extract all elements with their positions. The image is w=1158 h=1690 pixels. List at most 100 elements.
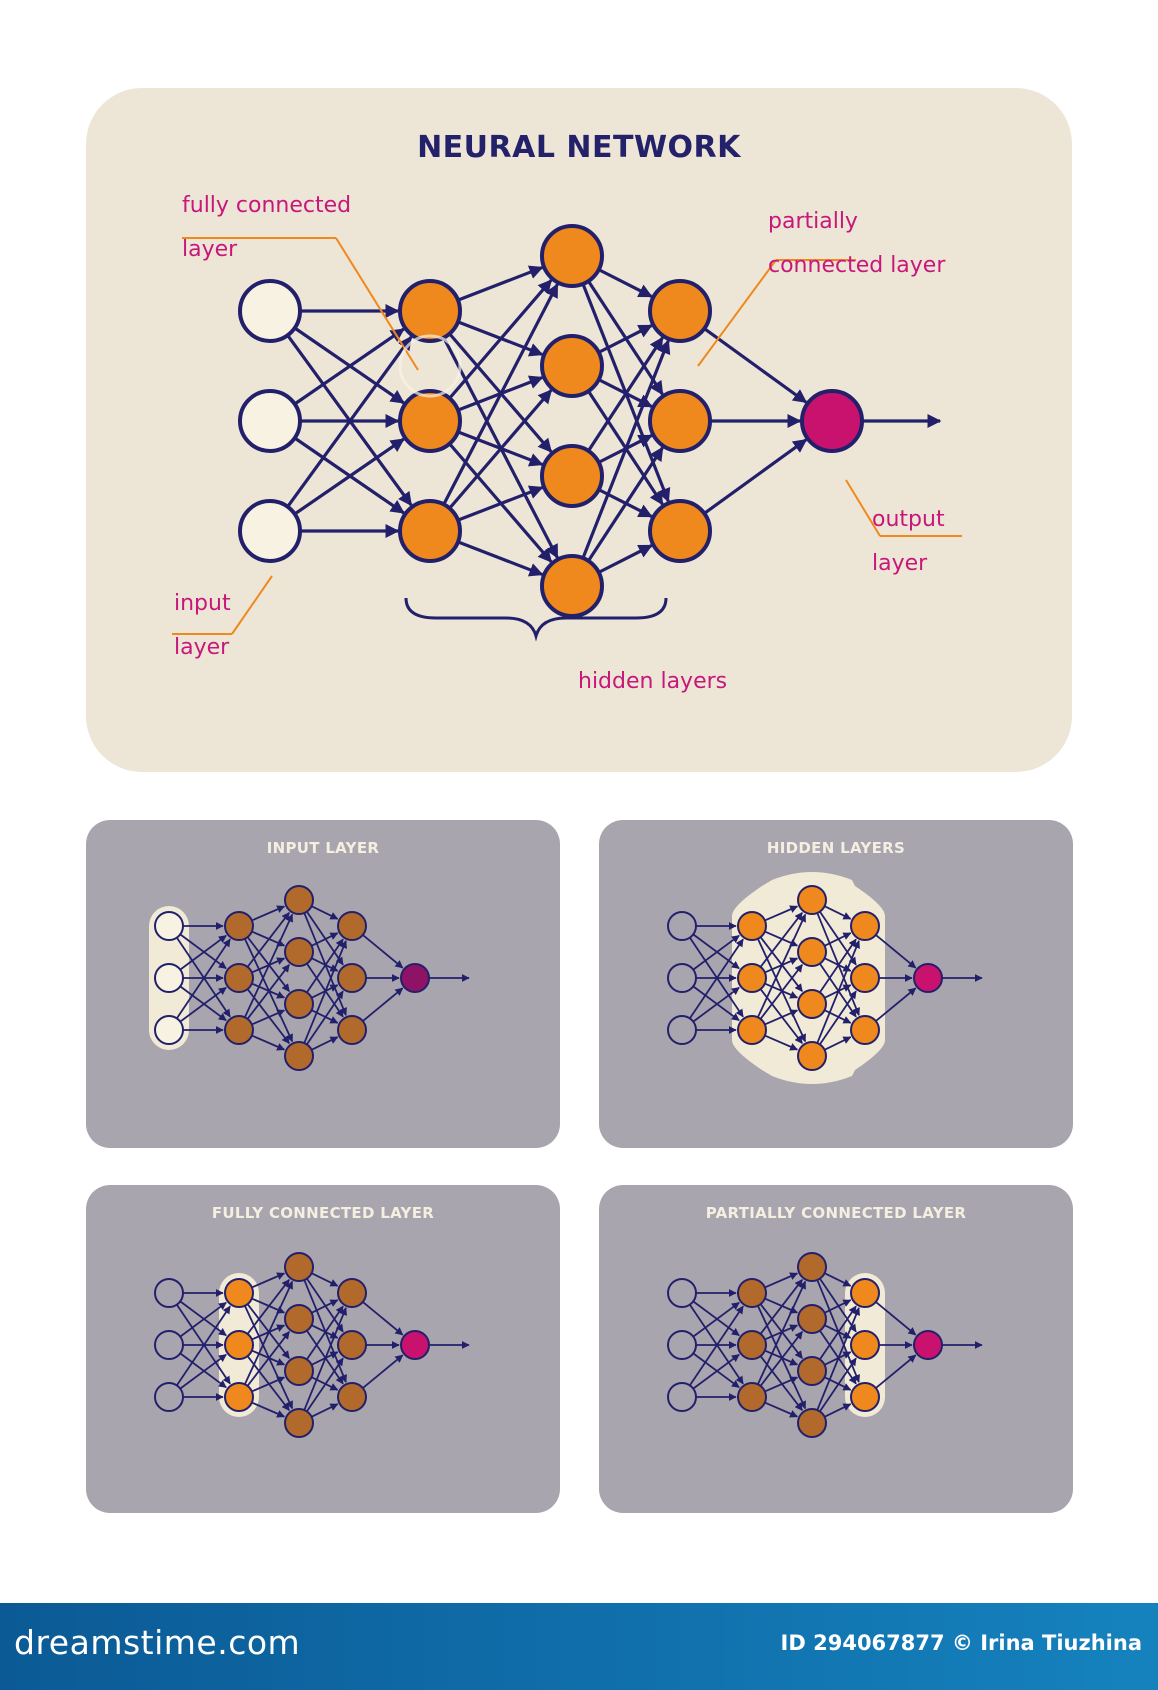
input-node [667,911,697,941]
connection-arrow [824,1324,852,1339]
connection-arrow [759,1331,803,1387]
connection-arrow [875,934,917,969]
connection-arrow [692,1301,740,1338]
annotation-line [845,479,881,537]
connection-arrow [692,1300,740,1337]
connection-arrow [598,268,653,298]
connection-arrow [251,1376,286,1393]
connection-arrow [875,1354,917,1389]
connection-arrow [179,1353,227,1390]
hidden-node [284,1304,314,1334]
connection-arrow [251,1349,286,1366]
connection-arrow [362,1354,404,1389]
connection-arrow [306,911,344,966]
connection-arrow [246,912,290,968]
connection-arrow [816,940,860,1044]
main-network-diagram [172,224,962,642]
highlight-hidden-bg [732,872,885,1084]
hidden-node [648,389,712,453]
connection-arrow [311,1299,339,1314]
connection-arrow [692,1353,740,1390]
hidden-node [284,1252,314,1282]
connection-arrow [311,1272,339,1287]
hidden-node [224,1330,254,1360]
main-title: NEURAL NETWORK [417,130,741,165]
connection-arrow [306,990,344,1045]
connection-arrow [764,905,799,922]
connection-arrow [587,446,664,562]
brand-logo-text[interactable]: dreamstime.com [14,1623,301,1662]
hidden-layers-brace [404,597,668,642]
hidden-node [398,279,462,343]
connection-arrow [581,339,671,559]
connection-arrow [311,932,339,947]
connection-arrow [251,982,286,999]
hidden-node [284,989,314,1019]
label-hidden-layers: hidden layers [578,660,727,704]
output-node [800,389,864,453]
hidden-node [850,911,880,941]
input-node [238,499,302,563]
panel-title: PARTIALLY CONNECTED LAYER [705,1204,967,1222]
hidden-node [797,1041,827,1071]
hidden-node [737,1015,767,1045]
connection-arrow [244,1280,294,1385]
label-input-line2: layer [174,635,230,660]
panel-title: INPUT LAYER [266,839,380,857]
connection-arrow [816,1307,860,1411]
hidden-node [850,1278,880,1308]
connection-arrow [703,438,808,515]
hidden-node [850,1330,880,1360]
connection-arrow [179,985,227,1022]
hidden-node [337,963,367,993]
hidden-node [337,1330,367,1360]
label-output-layer: output layer [872,498,945,586]
label-fully-connected-line2: layer [182,237,238,262]
input-node [238,389,302,453]
hidden-node [398,389,462,453]
input-node [154,1330,184,1360]
label-input-layer: input layer [174,582,231,670]
panel-partially-connected-layer: PARTIALLY CONNECTED LAYER [599,1185,1073,1513]
input-node [667,1382,697,1412]
panel-title: FULLY CONNECTED LAYER [211,1204,435,1222]
hidden-node [648,499,712,563]
output-node [400,963,430,993]
panel-fully-connected-layer: FULLY CONNECTED LAYER [86,1185,560,1513]
connection-arrow [692,1352,740,1389]
connection-arrow [764,1272,799,1289]
annotation-line [231,575,273,635]
label-output-line2: layer [872,551,928,576]
connection-arrow [819,1278,857,1333]
connection-arrow [692,986,740,1023]
hidden-node [284,885,314,915]
connection-arrow [875,987,917,1022]
input-node [154,1015,184,1045]
connection-arrow [306,1278,344,1333]
label-partially-connected: partially connected layer [768,200,945,288]
image-credit: ID 294067877 © Irina Tiuzhina [780,1631,1142,1655]
hidden-node [850,1382,880,1412]
connection-arrow [311,1403,339,1418]
hidden-node [648,279,712,343]
connection-arrow [179,1300,227,1337]
connection-arrow [703,327,808,404]
connection-arrow [303,1307,347,1411]
connection-arrow [764,1376,799,1393]
hidden-node [224,1015,254,1045]
panel-title: HIDDEN LAYERS [766,839,906,857]
input-node [154,1382,184,1412]
connection-arrow [448,389,553,510]
connection-arrow [362,1301,404,1336]
connection-arrow [692,933,740,970]
hidden-node [850,1015,880,1045]
panel-network-diagram [667,872,983,1084]
hidden-node [284,1408,314,1438]
connection-arrow [587,336,664,452]
hidden-node [224,1278,254,1308]
output-node [400,1330,430,1360]
connection-arrow [457,485,544,522]
panel-network-diagram [154,1252,470,1438]
label-output-line1: output [872,507,945,532]
connection-arrow [819,990,857,1045]
